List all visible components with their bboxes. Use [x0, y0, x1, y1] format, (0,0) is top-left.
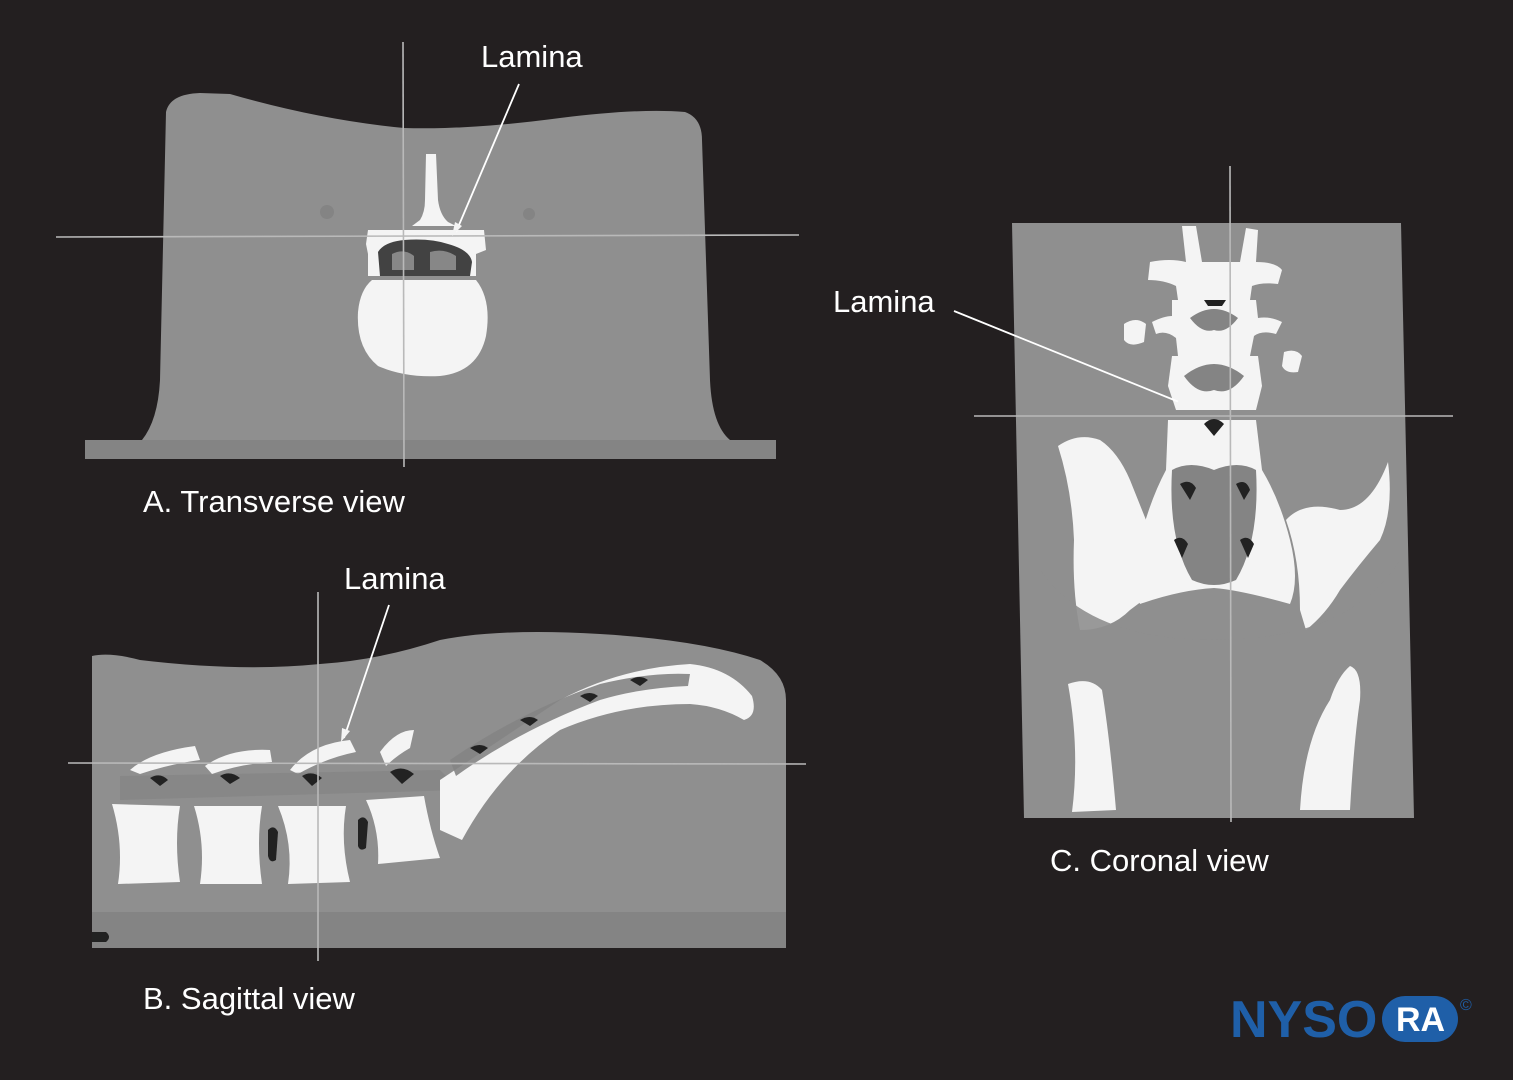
sagittal-base — [92, 912, 786, 948]
sagittal-spinous-processes — [130, 730, 414, 774]
transverse-panel: Lamina A. Transverse view — [55, 39, 800, 519]
transverse-horizontal-guide — [55, 234, 800, 238]
transverse-vertical-guide — [402, 41, 405, 468]
coronal-right-femur — [1300, 666, 1361, 810]
sagittal-vertebral-body-4 — [366, 796, 440, 864]
coronal-panel: Lamina C. Coronal view — [833, 165, 1453, 878]
coronal-sacral-cavities — [1174, 419, 1254, 558]
sagittal-panel: Lamina B. Sagittal view — [67, 561, 807, 1016]
logo-prefix: NYSO — [1230, 991, 1377, 1049]
transverse-vertebral-body — [357, 280, 488, 377]
sagittal-sacral-cavities — [470, 677, 648, 754]
sagittal-lamina-pointer — [343, 604, 390, 739]
coronal-vertical-guide — [1229, 165, 1232, 823]
nysora-logo: NYSO RA © — [1230, 991, 1472, 1049]
transverse-lamina-pointer — [455, 83, 520, 233]
transverse-caption: A. Transverse view — [143, 484, 405, 519]
sagittal-vertebral-body-1 — [112, 804, 180, 884]
transverse-base — [85, 440, 776, 459]
logo-copyright-mark: © — [1460, 997, 1472, 1014]
transverse-lamina-label: Lamina — [481, 39, 583, 74]
sagittal-lamina-label: Lamina — [344, 561, 446, 596]
logo-ra-badge — [1382, 996, 1458, 1042]
sagittal-vertebral-body-3 — [278, 806, 350, 884]
sagittal-caption: B. Sagittal view — [143, 981, 356, 1016]
sagittal-canal-cavities — [150, 768, 414, 786]
coronal-caption: C. Coronal view — [1050, 843, 1269, 878]
sagittal-horizontal-guide — [67, 762, 807, 765]
logo-ra: RA — [1396, 1001, 1445, 1039]
coronal-lamina-label: Lamina — [833, 284, 935, 319]
sagittal-vertebral-body-2 — [194, 806, 262, 884]
coronal-right-ilium — [1286, 462, 1390, 630]
transverse-spinous-process — [412, 154, 456, 226]
coronal-upper-vertebra — [1148, 226, 1282, 300]
coronal-left-femur — [1068, 681, 1116, 812]
coronal-lamina-pointer — [953, 310, 1185, 405]
